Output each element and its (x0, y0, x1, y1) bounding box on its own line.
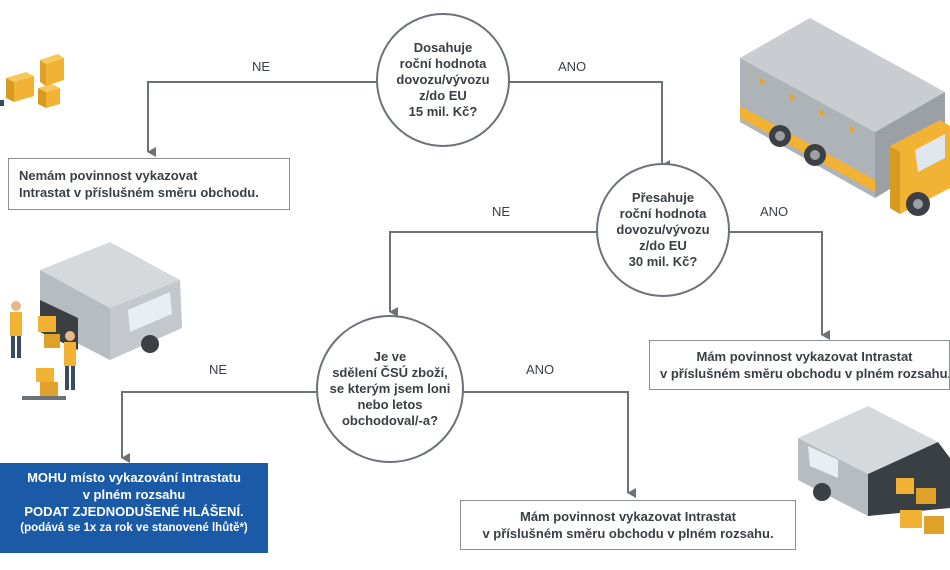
connector-q2-ano (728, 231, 830, 340)
label-ano-q2: ANO (760, 204, 789, 219)
connector-q3-ne (121, 391, 318, 463)
simplified-line-4: (podává se 1x za rok ve stanovené lhůtě*… (20, 522, 248, 534)
label-ne-q1: NE (252, 59, 271, 74)
connector-q1-ano (508, 81, 670, 170)
truck-illustration (740, 18, 950, 216)
connector-q3-ano (462, 391, 636, 498)
connector-q1-ne (147, 81, 378, 157)
simplified-line-2: v plném rozsahu (82, 487, 186, 502)
outcome-full-bottom-text: Mám povinnost vykazovat Intrastat v přís… (482, 509, 774, 541)
label-ano-q3: ANO (526, 362, 555, 377)
outcome-no-obligation: Nemám povinnost vykazovat Intrastat v př… (8, 158, 290, 210)
decision-30m-threshold: Přesahuje roční hodnota dovozu/vývozu z/… (596, 163, 730, 297)
label-ne-q2: NE (492, 204, 511, 219)
simplified-report-box: MOHU místo vykazování Intrastatu v plném… (0, 463, 268, 553)
outcome-full-obligation-bottom: Mám povinnost vykazovat Intrastat v přís… (460, 500, 796, 550)
outcome-full-right-text: Mám povinnost vykazovat Intrastat v přís… (660, 349, 950, 381)
connector-q2-ne (389, 231, 598, 317)
simplified-line-1: MOHU místo vykazování Intrastatu (27, 470, 241, 485)
decision-15m-threshold: Dosahuje roční hodnota dovozu/vývozu z/d… (376, 13, 510, 147)
simplified-line-3: PODAT ZJEDNODUŠENÉ HLÁŠENÍ. (24, 504, 244, 519)
outcome-full-obligation-right: Mám povinnost vykazovat Intrastat v přís… (649, 340, 950, 390)
delivery-van-illustration (798, 406, 950, 534)
label-ano-q1: ANO (558, 59, 587, 74)
stacked-boxes-illustration (0, 54, 64, 108)
decision-csu-text: Je ve sdělení ČSÚ zboží, se kterým jsem … (329, 349, 451, 428)
label-ne-q3: NE (209, 362, 228, 377)
decision-csu-goods: Je ve sdělení ČSÚ zboží, se kterým jsem … (316, 315, 464, 463)
decision-15m-text: Dosahuje roční hodnota dovozu/vývozu z/d… (396, 40, 490, 119)
decision-30m-text: Přesahuje roční hodnota dovozu/vývozu z/… (616, 190, 710, 269)
van-loading-illustration (10, 242, 182, 400)
outcome-no-obligation-text: Nemám povinnost vykazovat Intrastat v př… (19, 168, 259, 200)
